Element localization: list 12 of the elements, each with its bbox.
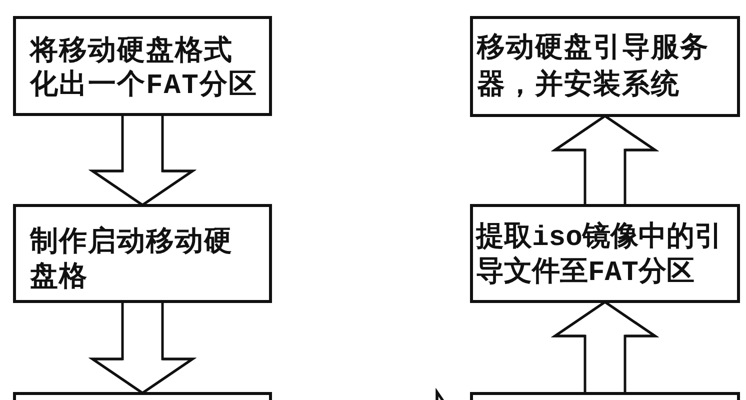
step-text: 移动硬盘引导服务器，并安装系统 xyxy=(477,32,710,104)
hollow-arrow xyxy=(88,114,197,206)
process-box xyxy=(470,16,740,117)
step-text: 将移动硬盘格式化出一个FAT分区 xyxy=(30,36,258,104)
step-text: 制作启动移动硬盘格 xyxy=(30,226,260,296)
step-text: 提取iso镜像中的引导文件至FAT分区 xyxy=(476,221,724,291)
process-box xyxy=(13,16,272,116)
hollow-arrow xyxy=(88,300,197,394)
process-box xyxy=(470,204,740,303)
hollow-arrow xyxy=(550,300,660,394)
hollow-arrow xyxy=(550,114,660,206)
process-box xyxy=(13,204,272,303)
